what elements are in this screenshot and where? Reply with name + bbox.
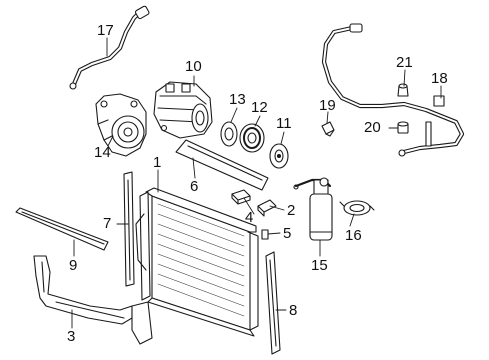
right-seal-part [265,251,281,355]
callout-12: 12 [251,99,268,116]
callout-10: 10 [185,58,202,75]
suction-hose-part [69,5,150,90]
refrigerant-line-part [321,23,465,157]
lower-seal-part [15,207,109,251]
callout-6: 6 [190,178,199,195]
callout-7: 7 [103,215,112,232]
callout-2: 2 [287,202,296,219]
pressure-switch-part [397,83,409,97]
callout-15: 15 [311,257,328,274]
pad-part [261,229,269,240]
callout-4: 4 [245,209,254,226]
clutch-coil-part [239,123,265,153]
callout-17: 17 [97,22,114,39]
leader-lines [71,37,442,329]
callout-8: 8 [289,302,298,319]
seal-part [397,121,409,134]
callout-20: 20 [364,119,381,136]
left-seal-part [123,171,135,287]
pressure-sensor-part [321,121,335,137]
callout-18: 18 [431,70,448,87]
compressor-bracket-part [95,93,147,157]
callout-19: 19 [319,97,336,114]
support-frame-part [33,255,153,345]
clip-part [257,199,277,217]
callout-21: 21 [396,54,413,71]
receiver-drier-part [293,177,333,241]
mount-bracket-part [231,189,251,205]
compressor-part [153,81,213,139]
clutch-pulley-part [220,121,238,147]
callout-9: 9 [69,257,78,274]
callout-13: 13 [229,91,246,108]
callout-14: 14 [94,144,111,161]
callout-1: 1 [153,154,162,171]
callout-16: 16 [345,227,362,244]
callout-5: 5 [283,225,292,242]
callout-11: 11 [276,115,292,132]
upper-seal-part [175,139,269,191]
clutch-hub-part [269,143,289,169]
condenser-part [135,187,259,337]
callout-3: 3 [67,328,76,345]
drier-bracket-part [339,200,375,216]
